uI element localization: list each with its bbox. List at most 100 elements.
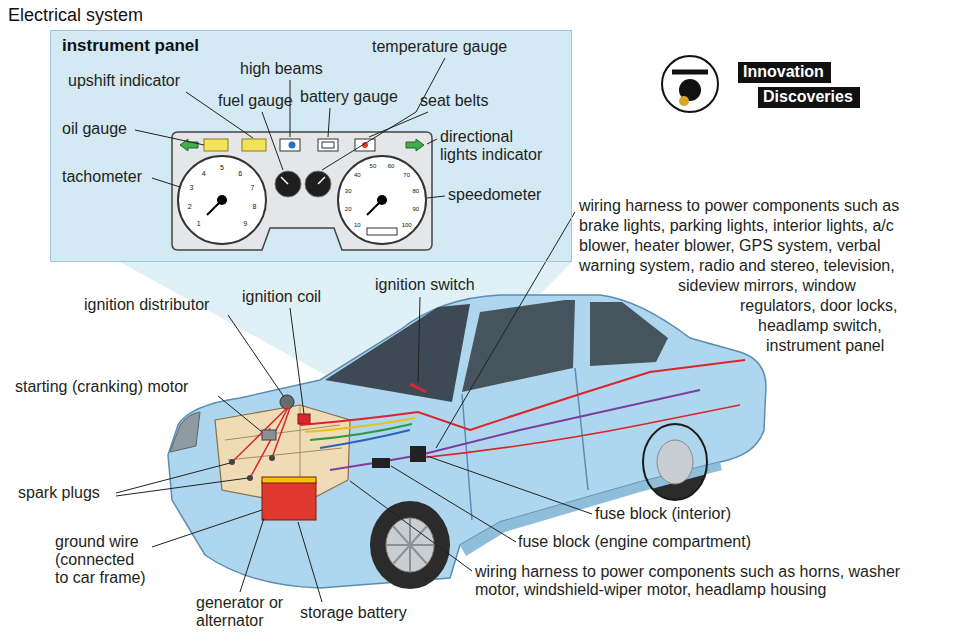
oil-lamp (204, 139, 228, 151)
leader-line (240, 518, 264, 592)
beam-lamp (280, 139, 300, 151)
temperature-dial (305, 171, 331, 197)
leader-line (152, 178, 180, 187)
wire (320, 430, 410, 448)
part-label: fuse block (interior) (595, 505, 731, 523)
plug-wires (232, 408, 290, 478)
fuel-dial (275, 171, 301, 197)
dial-number: 60 (388, 163, 395, 169)
battery-lamp (318, 139, 338, 151)
part-label: battery gauge (300, 88, 398, 106)
part-label: ignition distributor (84, 296, 209, 314)
leader-line (436, 212, 575, 448)
leader-line (135, 130, 204, 145)
battery-top (262, 477, 316, 483)
upshift-lamp (242, 139, 266, 151)
leader-line (290, 308, 304, 414)
dial-number: 6 (238, 169, 242, 176)
part-label: wiring harness to power components such … (578, 196, 923, 456)
rear-hub (657, 440, 693, 484)
dial-number: 9 (243, 220, 247, 227)
leader-line (418, 297, 420, 383)
panel-ground (50, 30, 572, 262)
part-label: spark plugs (18, 484, 100, 502)
part-label: directional lights indicator (440, 128, 550, 164)
belt-lamp (355, 139, 375, 151)
node-text: Discoveries (758, 87, 860, 107)
leader-line (228, 315, 284, 397)
hub-spokes (386, 518, 434, 572)
leader-line (218, 396, 262, 432)
spark-plug (229, 459, 235, 465)
leader-line (427, 196, 445, 198)
dial-number: 20 (345, 206, 352, 212)
front-tire (370, 501, 450, 589)
arrow-icon (406, 139, 424, 151)
dial-number: 7 (251, 184, 255, 191)
starter-motor (262, 430, 276, 440)
leader-line (427, 456, 592, 514)
leader-line (116, 478, 248, 496)
part-label: starting (cranking) motor (15, 378, 188, 396)
side-window (462, 300, 575, 392)
fuse-block-engine (372, 458, 390, 468)
dial-number: 70 (403, 172, 410, 178)
windshield (325, 304, 470, 402)
leader-line (369, 112, 428, 137)
needle (318, 177, 325, 184)
wire (305, 418, 415, 432)
leader-line (391, 466, 516, 542)
dial-number: 90 (412, 206, 419, 212)
leader-lines (116, 58, 592, 602)
spark-plug (269, 455, 275, 461)
dial-number: 50 (370, 163, 377, 169)
wrap-shape (578, 196, 773, 456)
wire (420, 405, 740, 458)
front-hub (386, 518, 434, 572)
logo-wrench (672, 70, 708, 75)
beam-dot (289, 142, 296, 149)
part-label: storage battery (300, 604, 407, 622)
cluster-frame (172, 132, 432, 250)
battery-box (262, 482, 316, 520)
part-label: ignition switch (375, 276, 475, 294)
part-label: ignition coil (242, 288, 321, 306)
leader-line (262, 112, 283, 170)
dial-number: 4 (202, 169, 206, 176)
rear-tire-rim (643, 424, 707, 500)
node-text: Innovation (738, 62, 831, 82)
diagram-title: Electrical system (8, 5, 143, 25)
dial-number: 5 (220, 164, 224, 171)
part-label: fuse block (engine compartment) (518, 533, 751, 551)
tachometer-dial (178, 156, 266, 244)
distributor (280, 395, 294, 409)
part-label: ground wire (connected to car frame) (55, 533, 151, 587)
dial-number: 30 (345, 188, 352, 194)
battery-icon (322, 142, 334, 148)
wire (330, 390, 700, 470)
part-label: seat belts (420, 92, 488, 110)
part-label: high beams (240, 60, 323, 78)
leader-line (427, 139, 437, 144)
dial-number: 40 (354, 172, 361, 178)
dial-number: 10 (354, 222, 361, 228)
car-body (168, 295, 766, 588)
part-label: generator or alternator (196, 594, 284, 630)
leader-line (152, 510, 262, 547)
needle-hub (217, 195, 227, 205)
leader-line (298, 522, 322, 602)
dial-number: 2 (188, 203, 192, 210)
part-label: temperature gauge (372, 38, 507, 56)
dial-number: 1 (197, 220, 201, 227)
fuse-block-interior (410, 446, 426, 462)
ignition-key (410, 384, 426, 392)
part-label: upshift indicator (68, 72, 180, 90)
logo-emblem (662, 56, 718, 112)
odometer (367, 228, 397, 235)
part-label: fuel gauge (218, 92, 293, 110)
part-label: tachometer (62, 168, 142, 186)
headlamp (170, 412, 200, 452)
logo-dot (679, 96, 689, 106)
ignition-coil (298, 414, 310, 424)
